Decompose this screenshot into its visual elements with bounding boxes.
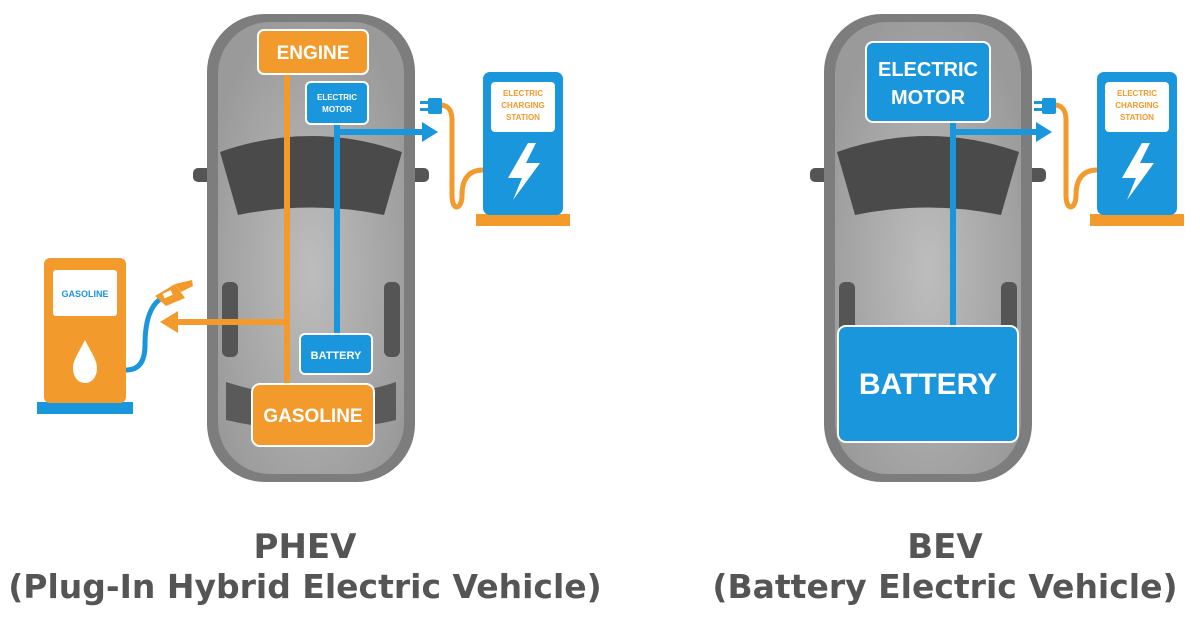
bev-motor-label-2: MOTOR <box>891 87 966 109</box>
phev-engine-box: ENGINE <box>257 29 369 75</box>
phev-energy-lines <box>160 70 438 384</box>
phev-battery-label: BATTERY <box>311 350 362 362</box>
phev-motor-label-1: ELECTRIC <box>317 93 357 102</box>
bev-station-screen <box>1105 82 1169 132</box>
phev-station-label-3: STATION <box>506 113 540 122</box>
phev-motor-box: ELECTRIC MOTOR <box>305 81 369 125</box>
bev-charging-station: ELECTRIC CHARGING STATION <box>1034 72 1184 226</box>
gas-pump: GASOLINE <box>37 258 193 414</box>
bev-charging-cable <box>1053 102 1098 210</box>
fuel-drop-icon <box>73 340 97 383</box>
bev-station-base <box>1090 214 1184 226</box>
bev-energy-lines <box>950 120 1052 330</box>
bev-plug-icon <box>1034 98 1056 114</box>
fuel-nozzle-icon <box>155 280 193 306</box>
phev-charging-cable <box>439 102 484 210</box>
phev-right-window <box>384 282 400 357</box>
bev-charge-arrow-icon <box>1036 122 1052 142</box>
phev-gasoline-label: GASOLINE <box>263 406 362 427</box>
phev-charging-station: ELECTRIC CHARGING STATION <box>420 72 570 226</box>
bev-caption: BEV (Battery Electric Vehicle) <box>700 527 1190 607</box>
bev-diagram: ELECTRIC CHARGING STATION <box>810 14 1184 482</box>
gas-pump-hose <box>125 295 164 373</box>
phev-subtitle: (Plug-In Hybrid Electric Vehicle) <box>8 567 602 606</box>
phev-station-base <box>476 214 570 226</box>
phev-plug-icon <box>420 98 442 114</box>
bev-station-label-2: CHARGING <box>1115 101 1159 110</box>
phev-motor-label-2: MOTOR <box>322 105 352 114</box>
phev-lightning-icon <box>508 143 540 200</box>
phev-station-screen <box>491 82 555 132</box>
phev-station-label-2: CHARGING <box>501 101 545 110</box>
phev-station-label-1: ELECTRIC <box>503 89 543 98</box>
gas-pump-base <box>37 402 133 414</box>
phev-caption: PHEV (Plug-In Hybrid Electric Vehicle) <box>0 527 610 607</box>
gas-pump-screen <box>53 270 117 316</box>
phev-windshield <box>220 136 402 215</box>
bev-battery-label: BATTERY <box>859 368 997 401</box>
phev-battery-box: BATTERY <box>299 333 373 375</box>
bev-lightning-icon <box>1122 143 1154 200</box>
gas-pump-label: GASOLINE <box>61 289 108 299</box>
bev-motor-box: ELECTRIC MOTOR <box>865 41 991 123</box>
bev-windshield <box>837 136 1019 215</box>
phev-diagram: GASOLINE ELECTRIC CHARGING STATION <box>37 14 570 482</box>
bev-title: BEV <box>907 527 983 567</box>
phev-gasoline-box: GASOLINE <box>251 383 375 447</box>
bev-subtitle: (Battery Electric Vehicle) <box>712 567 1178 606</box>
phev-title: PHEV <box>253 527 357 567</box>
bev-station-label-3: STATION <box>1120 113 1154 122</box>
phev-engine-label: ENGINE <box>277 43 350 64</box>
bev-motor-label-1: ELECTRIC <box>878 59 978 81</box>
phev-fuel-arrow-icon <box>160 311 178 333</box>
bev-station-label-1: ELECTRIC <box>1117 89 1157 98</box>
bev-battery-box: BATTERY <box>837 325 1019 443</box>
phev-charge-arrow-icon <box>422 122 438 142</box>
